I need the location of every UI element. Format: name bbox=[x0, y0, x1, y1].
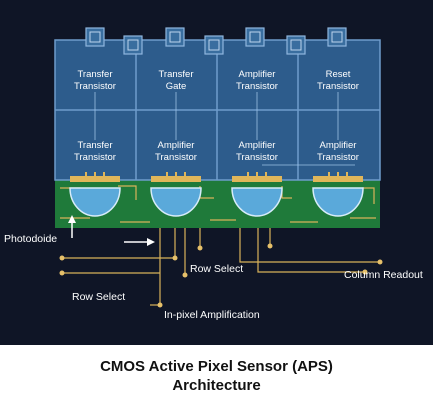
pad-core bbox=[127, 39, 139, 51]
photodiode-label: Photodoide bbox=[4, 233, 57, 245]
top-cell-3-line2: Transistor bbox=[236, 81, 278, 92]
trace-drop bbox=[257, 228, 365, 273]
node bbox=[172, 255, 178, 261]
contact-pad bbox=[85, 27, 105, 47]
node bbox=[267, 243, 273, 249]
annotation-labels: Photodoide Row Select Column Readout Row… bbox=[4, 233, 423, 321]
top-cell-4-line2: Transistor bbox=[317, 81, 359, 92]
node bbox=[182, 272, 188, 278]
microlens bbox=[69, 187, 121, 217]
pad-core bbox=[290, 39, 302, 51]
microlens bbox=[150, 187, 202, 217]
pad-core bbox=[89, 31, 101, 43]
contact-pad bbox=[327, 27, 347, 47]
row-select-label-right: Row Select bbox=[190, 263, 243, 275]
microlens bbox=[312, 187, 364, 217]
photodiode-lenses bbox=[69, 172, 364, 217]
bottom-cell-1-line1: Transfer bbox=[77, 140, 112, 151]
node bbox=[59, 270, 65, 276]
bottom-cell-3-line1: Amplifier bbox=[239, 140, 276, 151]
arrow-head bbox=[147, 238, 155, 246]
contact-pad bbox=[286, 35, 306, 55]
figure-caption-line2: Architecture bbox=[172, 377, 261, 394]
top-cell-2-line2: Gate bbox=[166, 81, 187, 92]
lens-pins bbox=[85, 172, 348, 182]
figure-caption-line1: CMOS Active Pixel Sensor (APS) bbox=[100, 358, 333, 375]
bottom-row-labels: Transfer Transistor Amplifier Transistor… bbox=[74, 140, 359, 163]
top-cell-1-line2: Transistor bbox=[74, 81, 116, 92]
top-cell-3-line1: Amplifier bbox=[239, 69, 276, 80]
node bbox=[197, 245, 203, 251]
node bbox=[362, 269, 368, 275]
trace-nodes bbox=[59, 243, 383, 308]
contact-pad bbox=[165, 27, 185, 47]
contact-pad bbox=[245, 27, 265, 47]
in-pixel-amplification-label: In-pixel Amplification bbox=[164, 309, 260, 321]
contact-pad bbox=[204, 35, 224, 55]
top-cell-2-line1: Transfer bbox=[158, 69, 193, 80]
bottom-cell-4-line1: Amplifier bbox=[320, 140, 357, 151]
row-select-label-left: Row Select bbox=[72, 291, 125, 303]
trace bbox=[118, 185, 137, 200]
cmos-aps-architecture-diagram: Transfer Transistor Transfer Gate Amplif… bbox=[0, 0, 433, 345]
contact-pad-inner bbox=[89, 31, 343, 51]
bottom-cell-2-line1: Amplifier bbox=[158, 140, 195, 151]
signal-flow-arrow bbox=[124, 238, 155, 246]
node bbox=[157, 302, 163, 308]
pad-core bbox=[208, 39, 220, 51]
column-readout-label: Column Readout bbox=[344, 269, 423, 281]
pad-core bbox=[249, 31, 261, 43]
bottom-cell-3-line2: Transistor bbox=[236, 152, 278, 163]
top-cell-4-line1: Reset bbox=[326, 69, 351, 80]
pad-core bbox=[331, 31, 343, 43]
node bbox=[59, 255, 65, 261]
top-cell-1-line1: Transfer bbox=[77, 69, 112, 80]
photodiode-up-arrow bbox=[68, 215, 76, 238]
node bbox=[377, 259, 383, 265]
pad-core bbox=[169, 31, 181, 43]
top-row-labels: Transfer Transistor Transfer Gate Amplif… bbox=[74, 69, 359, 92]
trace-drop bbox=[239, 228, 380, 263]
pixel-links bbox=[94, 92, 355, 166]
bottom-cell-2-line2: Transistor bbox=[155, 152, 197, 163]
bottom-cell-4-line2: Transistor bbox=[317, 152, 359, 163]
contact-pad bbox=[123, 35, 143, 55]
microlens bbox=[231, 187, 283, 217]
readout-traces bbox=[62, 228, 380, 306]
arrow-head bbox=[68, 215, 76, 223]
bottom-cell-1-line2: Transistor bbox=[74, 152, 116, 163]
trace bbox=[362, 187, 375, 204]
